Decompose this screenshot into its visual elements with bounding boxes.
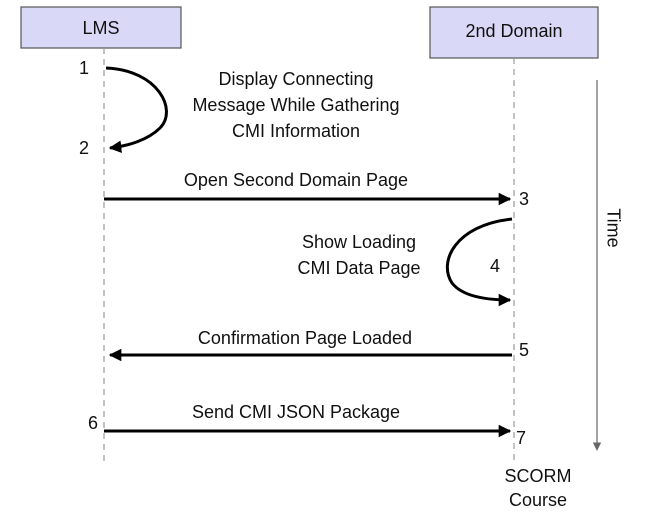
message-confirmation-loaded: Confirmation Page Loaded [198,328,412,348]
message-show-loading-line2: CMI Data Page [297,258,420,278]
participant-box-lms [20,6,182,49]
step-number-2: 2 [79,138,89,158]
step-number-5: 5 [519,340,529,360]
step-number-4: 4 [490,256,500,276]
step-number-1: 1 [79,58,89,78]
step-number-3: 3 [519,189,529,209]
participant-box-second-domain [429,6,599,59]
scorm-label-line1: SCORM [505,466,572,486]
step-number-7: 7 [516,428,526,448]
step-number-6: 6 [88,413,98,433]
message-send-cmi-json: Send CMI JSON Package [192,402,400,422]
participant-label-second-domain: 2nd Domain [465,21,562,41]
scorm-label-line2: Course [509,490,567,510]
self-arrow-lms [105,66,168,154]
self-arrow-second-domain [445,217,513,307]
message-display-connecting-line1: Display Connecting [218,69,373,89]
participant-label-lms: LMS [82,18,119,38]
message-display-connecting-line3: CMI Information [232,121,360,141]
message-display-connecting-line2: Message While Gathering [192,95,399,115]
message-open-second-domain: Open Second Domain Page [184,170,408,190]
message-show-loading-line1: Show Loading [302,232,416,252]
time-axis-label: Time [603,208,623,247]
